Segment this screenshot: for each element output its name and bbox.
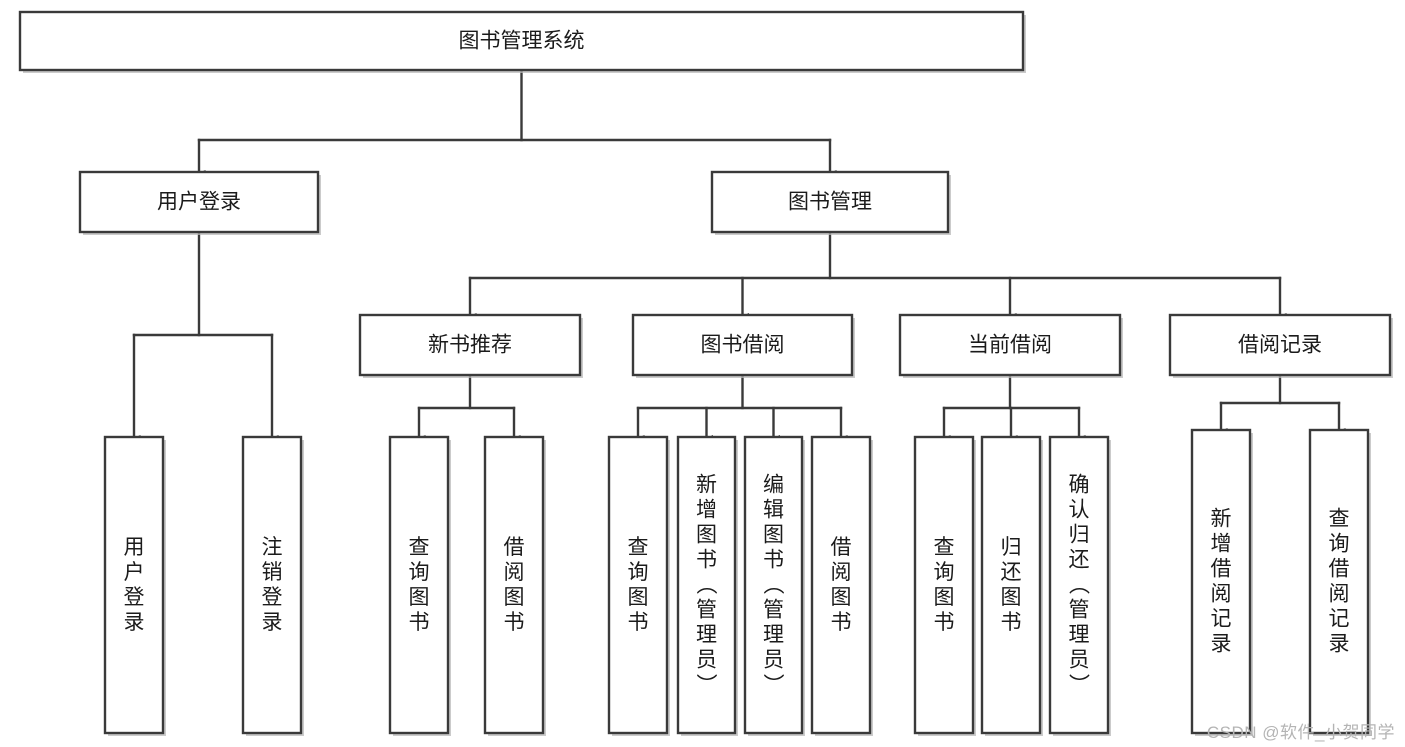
node-rect[interactable] — [743, 435, 804, 735]
node-leaf-query-book-borrow[interactable]: 查询图书 — [607, 435, 670, 736]
node-user-login[interactable]: 用户登录 — [78, 170, 321, 235]
node-rect[interactable] — [1168, 313, 1392, 377]
node-leaf-logout[interactable]: 注销登录 — [241, 435, 304, 736]
node-root[interactable]: 图书管理系统 — [18, 10, 1026, 73]
node-current-borrow[interactable]: 当前借阅 — [898, 313, 1123, 378]
node-label: 查询图书 — [409, 536, 430, 634]
node-rect[interactable] — [358, 313, 582, 377]
node-leaf-add-book[interactable]: 新增图书（管理员） — [676, 435, 738, 736]
node-label: 查询图书 — [934, 536, 955, 634]
node-rect[interactable] — [913, 435, 975, 735]
node-rect[interactable] — [676, 435, 737, 735]
node-label: 用户登录 — [157, 191, 241, 214]
node-rect[interactable] — [898, 313, 1122, 377]
node-leaf-add-record[interactable]: 新增借阅记录 — [1190, 428, 1253, 736]
node-rect[interactable] — [1190, 428, 1252, 735]
node-rect[interactable] — [103, 435, 165, 735]
node-rect[interactable] — [241, 435, 303, 735]
node-rect[interactable] — [1048, 435, 1110, 735]
node-label: 借阅图书 — [831, 536, 852, 634]
node-rect[interactable] — [810, 435, 872, 735]
node-label: 查询借阅记录 — [1329, 508, 1350, 656]
node-leaf-edit-book[interactable]: 编辑图书（管理员） — [743, 435, 805, 736]
node-label: 新增图书（管理员） — [696, 474, 718, 697]
node-leaf-query-record[interactable]: 查询借阅记录 — [1308, 428, 1371, 736]
node-label: 查询图书 — [628, 536, 649, 634]
node-group: 图书管理系统用户登录图书管理新书推荐图书借阅当前借阅借阅记录用户登录注销登录查询… — [18, 10, 1393, 736]
node-label: 新书推荐 — [428, 334, 512, 357]
node-label: 当前借阅 — [968, 334, 1052, 357]
node-borrow-record[interactable]: 借阅记录 — [1168, 313, 1393, 378]
node-rect[interactable] — [607, 435, 669, 735]
node-rect[interactable] — [980, 435, 1042, 735]
node-rect[interactable] — [483, 435, 545, 735]
node-rect[interactable] — [78, 170, 320, 234]
node-label: 用户登录 — [124, 536, 145, 634]
node-leaf-query-book-rec[interactable]: 查询图书 — [388, 435, 451, 736]
node-rect[interactable] — [388, 435, 450, 735]
node-leaf-confirm-return[interactable]: 确认归还（管理员） — [1048, 435, 1111, 736]
node-label: 确认归还（管理员） — [1069, 474, 1091, 697]
node-new-book-recommend[interactable]: 新书推荐 — [358, 313, 583, 378]
node-label: 借阅图书 — [504, 536, 525, 634]
node-label: 图书管理 — [788, 191, 872, 214]
node-book-manage[interactable]: 图书管理 — [710, 170, 951, 235]
connector-group — [127, 68, 1346, 446]
node-label: 归还图书 — [1001, 536, 1022, 634]
node-label: 图书管理系统 — [459, 30, 585, 53]
watermark-label: CSDN @软件_小贺同学 — [1206, 723, 1395, 742]
node-rect[interactable] — [18, 10, 1025, 72]
node-rect[interactable] — [1308, 428, 1370, 735]
node-leaf-return-book[interactable]: 归还图书 — [980, 435, 1043, 736]
node-leaf-borrow-book-rec[interactable]: 借阅图书 — [483, 435, 546, 736]
node-rect[interactable] — [631, 313, 854, 377]
node-label: 借阅记录 — [1238, 334, 1322, 357]
node-label: 新增借阅记录 — [1211, 508, 1232, 656]
node-rect[interactable] — [710, 170, 950, 234]
node-leaf-user-login[interactable]: 用户登录 — [103, 435, 166, 736]
node-label: 编辑图书（管理员） — [763, 474, 785, 697]
node-leaf-borrow-book[interactable]: 借阅图书 — [810, 435, 873, 736]
node-leaf-query-book-current[interactable]: 查询图书 — [913, 435, 976, 736]
node-label: 图书借阅 — [701, 334, 785, 357]
node-label: 注销登录 — [262, 536, 283, 634]
node-book-borrow[interactable]: 图书借阅 — [631, 313, 855, 378]
